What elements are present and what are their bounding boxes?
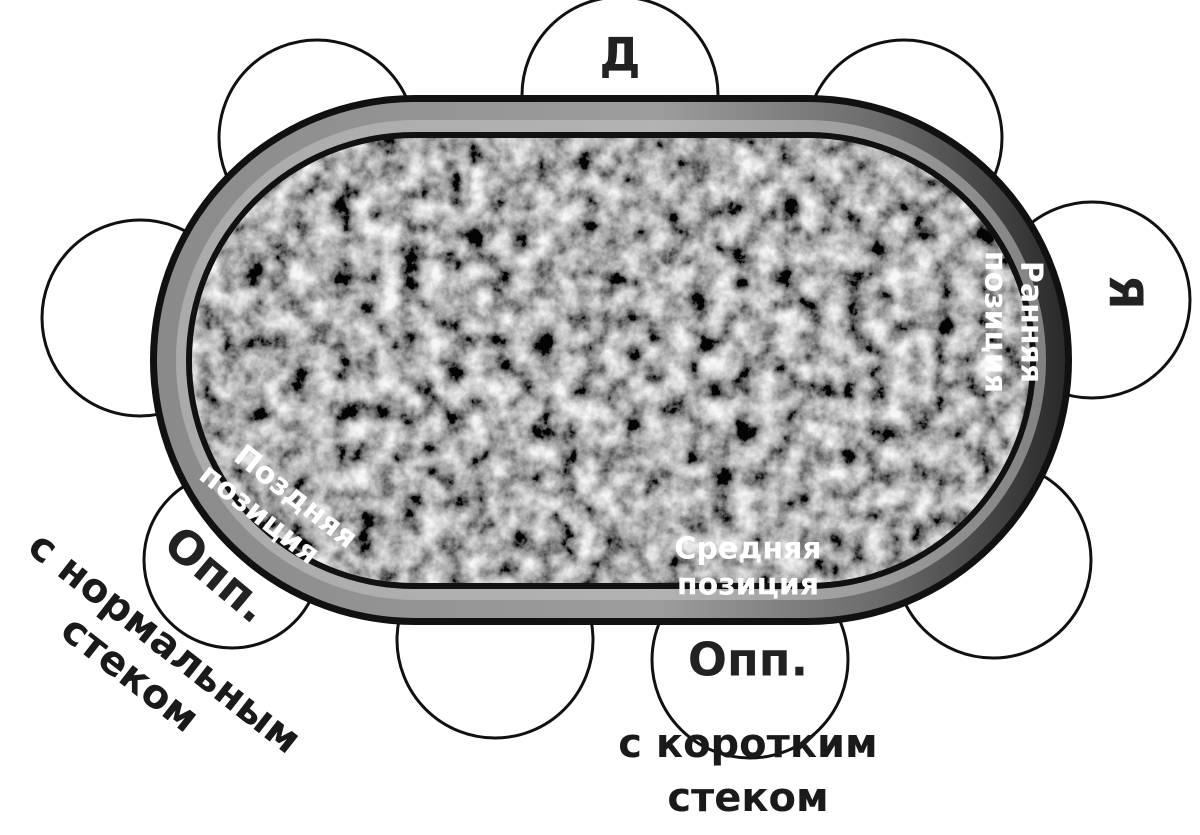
dealer-label: Д (600, 28, 641, 82)
early-position-label: Ранняя позиция (978, 251, 1049, 393)
me-label: Я (1099, 274, 1153, 309)
table-felt (192, 138, 1030, 583)
opp-short-label: Опп. (688, 633, 808, 687)
short-stack-line-1: с коротким (618, 721, 877, 767)
early-position-line-1: Ранняя (1014, 261, 1049, 383)
middle-position-line-1: Средняя (674, 532, 821, 567)
middle-position-label: Средняя позиция (674, 532, 821, 603)
early-position-line-2: позиция (978, 251, 1013, 393)
poker-table (150, 95, 1072, 625)
short-stack-line-2: стеком (667, 775, 828, 821)
middle-position-line-2: позиция (677, 568, 819, 603)
short-stack-caption: с коротким стеком (618, 721, 877, 821)
